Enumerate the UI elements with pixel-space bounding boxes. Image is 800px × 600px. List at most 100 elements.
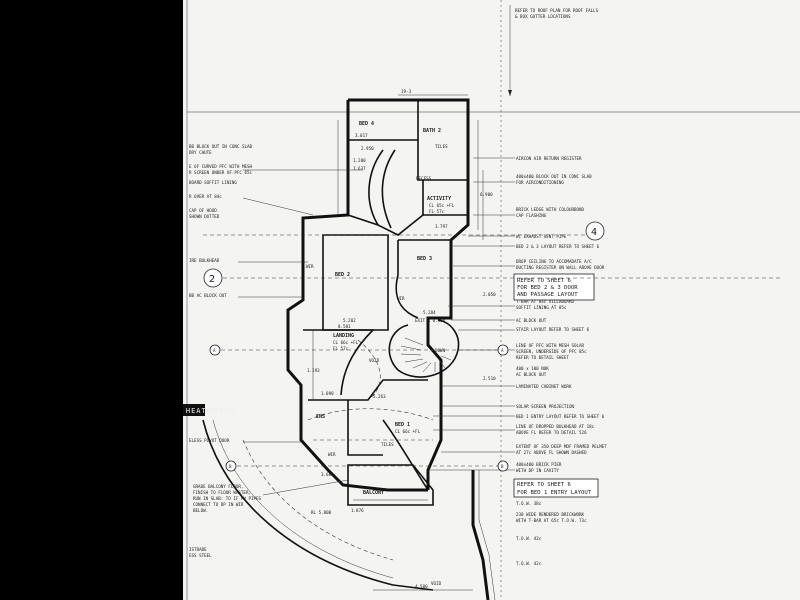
svg-text:REFER TO SHEET 6: REFER TO SHEET 6 [517,482,571,488]
svg-text:IRE BULKHEAD: IRE BULKHEAD [189,258,220,263]
svg-text:AIRCON AIR RETURN REGISTER: AIRCON AIR RETURN REGISTER [516,156,582,161]
svg-text:R OVER AT 84c: R OVER AT 84c [189,194,222,199]
svg-text:FOR AIRCONDITIONING: FOR AIRCONDITIONING [516,180,564,185]
svg-text:DRY CHUTE: DRY CHUTE [189,150,212,155]
svg-text:LAMINATED CABINET WORK: LAMINATED CABINET WORK [516,384,572,389]
svg-text:FINISH TO FLOOR WASTER,: FINISH TO FLOOR WASTER, [193,490,251,495]
svg-text:REFER TO DETAIL SHEET: REFER TO DETAIL SHEET [516,355,569,360]
leader-lines [238,157,515,496]
room-label-bath2: BATH 2 [423,128,441,134]
svg-text:ISTRADE: ISTRADE [189,547,207,552]
ref-box-bed23: REFER TO SHEET 6 FOR BED 2 & 3 DOOR AND … [513,273,595,301]
svg-text:2.510: 2.510 [483,376,496,381]
landing-floor-level: FL 57c [333,346,349,351]
floor-plan-svg: REFER TO ROOF PLAN FOR ROOF FALLS & BOX … [183,0,800,600]
stair-exit-label: EXIT R 0.456 [415,318,446,323]
svg-text:WC EXHAUST VENT PIPE: WC EXHAUST VENT PIPE [516,234,567,239]
svg-text:ABOVE FL REFER TO DETAIL 526: ABOVE FL REFER TO DETAIL 526 [516,430,587,435]
grid-marker-b-right: B [237,460,509,472]
svg-text:FOR BED 2 & 3 DOOR: FOR BED 2 & 3 DOOR [517,285,578,291]
svg-text:4: 4 [591,227,597,238]
svg-text:AT 27c ABOVE FL SHOWN DASHED: AT 27c ABOVE FL SHOWN DASHED [516,450,587,455]
room-label-void-bottom: VOID [431,581,442,586]
svg-text:BED 2 & 3 LAYOUT REFER TO SHEE: BED 2 & 3 LAYOUT REFER TO SHEET 6 [516,244,600,249]
svg-text:1.876: 1.876 [351,508,364,513]
svg-text:4.500: 4.500 [415,584,428,589]
svg-text:5.202: 5.202 [343,318,356,323]
room-label-wir-bottom: WIR [328,452,336,457]
svg-text:EXTENT OF 350 DEEP MDF FRAMED: EXTENT OF 350 DEEP MDF FRAMED PELMET [516,444,607,449]
svg-text:5.284: 5.284 [423,310,436,315]
svg-text:2.950: 2.950 [361,146,374,151]
svg-text:REFER TO SHEET 6: REFER TO SHEET 6 [517,278,571,284]
svg-text:SCREEN, UNDERSIDE OF PFC 85c: SCREEN, UNDERSIDE OF PFC 85c [516,349,587,354]
svg-text:230 WIDE RENDERED BRICKWORK: 230 WIDE RENDERED BRICKWORK [516,512,585,517]
svg-text:A: A [213,348,216,353]
left-notes: BB BLOCK OUT IN CONC SLAB DRY CHUTE E OF… [183,144,262,558]
svg-text:SOLAR SCREEN PROJECTION: SOLAR SCREEN PROJECTION [516,404,574,409]
svg-text:CAP FLASHING: CAP FLASHING [516,213,547,218]
grid-marker-4: 4 [203,221,605,241]
svg-text:TED HEATED: TED HEATED [183,407,235,415]
svg-text:GRADE BALCONY FLOOR,: GRADE BALCONY FLOOR, [193,484,243,489]
svg-text:400x400 BRICK PIER: 400x400 BRICK PIER [516,462,562,467]
grid-marker-b-left: B [225,460,237,472]
svg-text:ELESS PIVOT DOOR: ELESS PIVOT DOOR [189,438,230,443]
svg-text:WITH DP IN CAVITY: WITH DP IN CAVITY [516,468,559,473]
svg-text:BRICK LEDGE WITH COLOURBOND: BRICK LEDGE WITH COLOURBOND [516,207,585,212]
svg-text:BELOW.: BELOW. [193,508,208,513]
svg-text:3.797: 3.797 [435,224,448,229]
room-label-void: VOID [369,358,380,363]
svg-text:400 x 100 NOK: 400 x 100 NOK [516,366,549,371]
activity-floor-level: FL 57c [429,209,445,214]
svg-text:2: 2 [209,274,215,285]
svg-text:LINE OF DROPPED BULKHEAD AT 18: LINE OF DROPPED BULKHEAD AT 18c [516,424,595,429]
dimension-labels: 19-3 3.017 2.950 1.200 1.637 6.900 3.797… [307,89,496,589]
svg-text:1.090: 1.090 [321,391,334,396]
svg-text:A: A [501,348,504,353]
svg-text:SHOWN DOTTED: SHOWN DOTTED [189,214,220,219]
svg-text:E OF CURVED PFC WITH MESH: E OF CURVED PFC WITH MESH [189,164,253,169]
svg-text:8.501: 8.501 [338,324,351,329]
room-label-ens: ENS [316,414,325,420]
svg-text:T.O.W. 42c: T.O.W. 42c [516,561,542,566]
room-label-tiles-bottom: TILES [381,442,394,447]
room-label-recess: RECESS [416,176,432,181]
stair-treads [400,337,452,373]
svg-text:R SCREEN UNDER OF PFC 65c: R SCREEN UNDER OF PFC 65c [189,170,253,175]
heated-band-label: TED HEATED [183,407,217,415]
svg-text:BB AC BLOCK OUT: BB AC BLOCK OUT [189,293,227,298]
svg-text:T.O.W. 38c: T.O.W. 38c [516,501,542,506]
room-label-tiles-top: TILES [435,144,448,149]
svg-text:AND PASSAGE LAYOUT: AND PASSAGE LAYOUT [517,292,578,298]
ref-box-bed1: REFER TO SHEET 6 FOR BED 1 ENTRY LAYOUT [513,478,599,498]
svg-text:SOFFIT LINING AT 85c: SOFFIT LINING AT 85c [516,305,567,310]
bed1-ceiling-level: CL 66c +FL [395,429,421,434]
svg-text:DUCTING REGISTER ON WALL ABOVE: DUCTING REGISTER ON WALL ABOVE DOOR [516,265,605,270]
landing-ceiling-level: CL 66c +FL [333,340,359,345]
svg-text:1.637: 1.637 [353,166,366,171]
svg-text:T-BAR AT 84c VILLABOARD: T-BAR AT 84c VILLABOARD [516,299,574,304]
room-label-bed3: BED 3 [417,256,432,262]
svg-text:1.200: 1.200 [353,158,366,163]
room-label-wir-left: WIR [306,264,314,269]
svg-text:1.193: 1.193 [307,368,320,373]
architectural-sheet: REFER TO ROOF PLAN FOR ROOF FALLS & BOX … [183,0,800,600]
svg-text:STAIR LAYOUT REFER TO SHEET 6: STAIR LAYOUT REFER TO SHEET 6 [516,327,590,332]
svg-text:3.600: 3.600 [321,472,334,477]
room-label-bed1: BED 1 [395,422,410,428]
svg-text:B: B [229,464,232,469]
svg-text:2.050: 2.050 [483,292,496,297]
room-label-bed4: BED 4 [359,121,374,127]
svg-text:400x400 BLOCK OUT IN CONC SLAB: 400x400 BLOCK OUT IN CONC SLAB [516,174,592,179]
svg-text:BED 1 ENTRY LAYOUT REFER TO SH: BED 1 ENTRY LAYOUT REFER TO SHEET 6 [516,414,605,419]
svg-text:CONNECT TO DP IN WIR: CONNECT TO DP IN WIR [193,502,244,507]
stair-down-label: DOWN [435,348,446,353]
level-tag: RL 5.800 [311,510,332,515]
activity-ceiling-level: CL 65c +FL [429,203,455,208]
top-note-2: & BOX GUTTER LOCATIONS [515,14,571,19]
svg-text:B: B [501,464,504,469]
room-label-landing: LANDING [333,333,354,339]
room-label-bed2: BED 2 [335,272,350,278]
